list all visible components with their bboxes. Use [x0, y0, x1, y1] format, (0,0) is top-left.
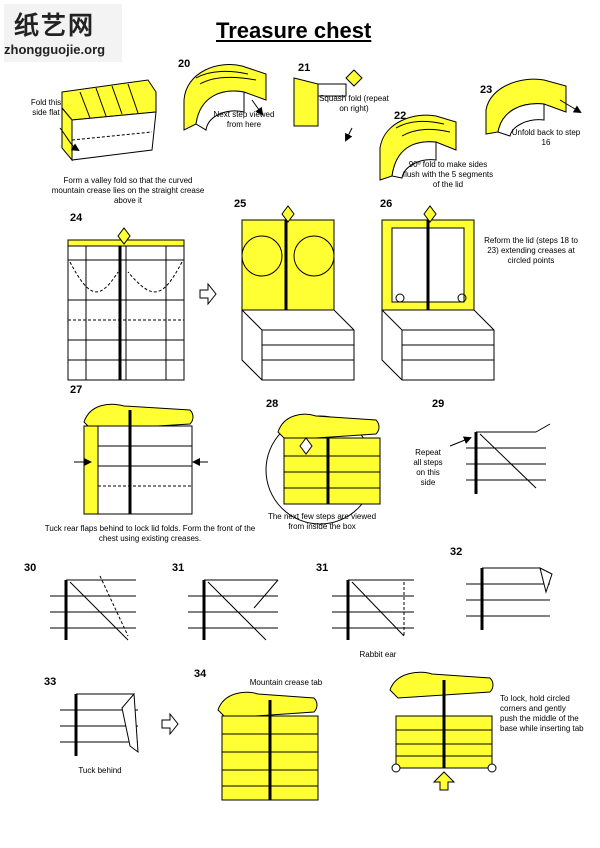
fold-flat-label: Fold this side flat — [30, 98, 62, 117]
next-arrow-icon — [199, 282, 217, 306]
step-number-23: 23 — [480, 84, 493, 96]
step-number-31: 31 — [172, 562, 185, 574]
watermark: 纸艺网 zhongguojie.org — [4, 4, 122, 62]
step26-figure — [381, 205, 495, 381]
step-number-31b: 31 — [316, 562, 329, 574]
watermark-url: zhongguojie.org — [4, 42, 106, 57]
step-number-34: 34 — [194, 668, 207, 680]
step-number-20: 20 — [178, 58, 191, 70]
step-number-28: 28 — [266, 398, 279, 410]
watermark-chinese-text: 纸艺网 — [14, 11, 96, 40]
step22-caption: 90º fold to make sides flush with the 5 … — [402, 160, 494, 189]
valley-fold-caption: Form a valley fold so that the curved mo… — [51, 176, 205, 205]
step33-caption: Tuck behind — [78, 766, 122, 775]
step28-figure — [265, 413, 381, 525]
step21-figure — [293, 69, 363, 142]
step-number-26: 26 — [380, 198, 393, 210]
step27-figure — [74, 403, 208, 515]
step-number-32: 32 — [450, 546, 463, 558]
step20-caption: Next step viewed from here — [213, 110, 275, 129]
step29-figure — [449, 423, 551, 494]
step20-figure — [183, 64, 267, 131]
step23-caption: Unfold back to step 16 — [511, 128, 581, 147]
step24-figure — [67, 227, 185, 381]
step-number-25: 25 — [234, 198, 247, 210]
step-number-30: 30 — [24, 562, 37, 574]
step33-figure — [60, 692, 139, 756]
step22-figure — [379, 114, 457, 181]
step-number-21: 21 — [298, 62, 311, 74]
step27-caption: Tuck rear flaps behind to lock lid folds… — [44, 524, 256, 543]
step21-caption: Squash fold (repeat on right) — [319, 94, 389, 113]
step-number-24: 24 — [70, 212, 83, 224]
rabbit-ear-caption: Rabbit ear — [359, 650, 397, 659]
final-lock-caption: To lock, hold circled corners and gently… — [500, 694, 584, 733]
step31-rabbit-ear-figure — [332, 579, 414, 640]
step34-figure — [217, 691, 319, 801]
next-arrow-icon — [161, 712, 179, 736]
step-number-27: 27 — [70, 384, 83, 396]
step30-figure — [50, 575, 136, 641]
step25-figure — [241, 205, 355, 381]
page-title: Treasure chest — [216, 18, 372, 43]
step23-figure — [485, 78, 582, 137]
step19-figure — [59, 79, 157, 162]
step26-caption: Reform the lid (steps 18 to 23) extendin… — [484, 236, 578, 265]
step29-caption: Repeat all steps on this side — [413, 448, 443, 487]
step32-figure — [466, 567, 553, 630]
step31-figure — [188, 579, 279, 641]
step28-caption: The next few steps are viewed from insid… — [267, 512, 377, 531]
step-number-33: 33 — [44, 676, 57, 688]
step-number-22: 22 — [394, 110, 407, 122]
step34-caption: Mountain crease tab — [249, 678, 323, 687]
step-number-29: 29 — [432, 398, 445, 410]
final-chest-figure — [389, 671, 497, 791]
